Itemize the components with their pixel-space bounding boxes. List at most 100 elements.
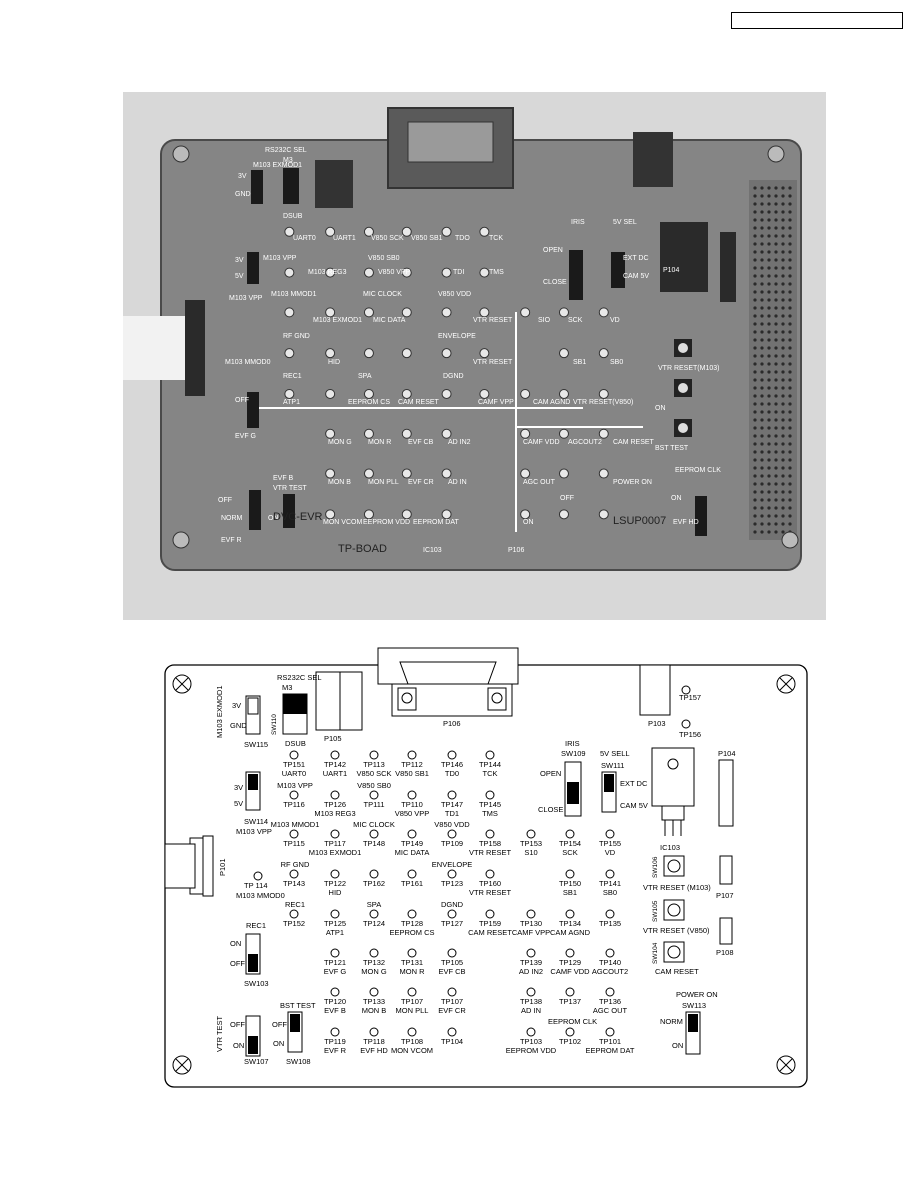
perf-hole <box>767 490 771 494</box>
dsub-post-left <box>397 687 417 711</box>
sw109-label: SW109 <box>561 749 586 758</box>
test-point-name: SB0 <box>603 888 617 897</box>
silk-text: REC1 <box>283 373 302 380</box>
perf-hole <box>767 434 771 438</box>
perf-hole <box>760 202 764 206</box>
test-point-pad <box>369 987 379 997</box>
test-point-id: TP102 <box>559 1037 581 1046</box>
perf-hole <box>788 282 792 286</box>
perf-hole <box>760 314 764 318</box>
sw110-body <box>282 693 308 735</box>
perf-hole <box>774 370 778 374</box>
photo-tp <box>598 348 609 359</box>
test-point-pad <box>605 909 615 919</box>
test-point-id: TP113 <box>363 760 385 769</box>
silk-text: P104 <box>663 267 679 274</box>
p101-connector <box>189 837 211 895</box>
tp156-pad <box>681 719 691 729</box>
perf-hole <box>760 386 764 390</box>
perf-hole <box>788 426 792 430</box>
photo-tp <box>325 307 336 318</box>
vtr-reset-m103: VTR RESET (M103) <box>643 883 711 892</box>
photo-tp <box>363 307 374 318</box>
silk-text: ATP1 <box>283 399 300 406</box>
group-label: REC1 <box>285 900 305 909</box>
ribbon-connector <box>185 300 205 396</box>
test-point-id: TP161 <box>401 879 423 888</box>
silk-text: ON <box>671 495 682 502</box>
silk-text: SPA <box>358 373 372 380</box>
iris-label: IRIS <box>565 739 580 748</box>
tp157-label: TP157 <box>679 693 701 702</box>
perf-hole <box>753 266 757 270</box>
perf-hole <box>767 202 771 206</box>
test-point-id: TP108 <box>401 1037 423 1046</box>
perf-hole <box>753 274 757 278</box>
test-point-pad <box>447 1027 457 1037</box>
test-point: TP111 <box>364 790 384 809</box>
perf-hole <box>767 274 771 278</box>
mount-screw <box>781 531 799 549</box>
cam-5v: CAM 5V <box>620 801 648 810</box>
perf-hole <box>767 338 771 342</box>
perf-hole <box>788 202 792 206</box>
perf-hole <box>781 394 785 398</box>
perf-hole <box>760 522 764 526</box>
test-point-id: TP133 <box>363 997 385 1006</box>
dsub-outline <box>377 647 519 685</box>
silk-text: SB1 <box>573 359 586 366</box>
silk-text: ON <box>655 405 666 412</box>
p103-label: P103 <box>648 719 666 728</box>
photo-tp <box>401 428 412 439</box>
test-point-pad <box>565 909 575 919</box>
perf-hole <box>774 306 778 310</box>
perf-hole <box>753 530 757 534</box>
p104-header <box>718 759 734 827</box>
perf-hole <box>781 290 785 294</box>
test-point-name: VD <box>605 848 616 857</box>
photo-tp <box>401 307 412 318</box>
perf-hole <box>767 210 771 214</box>
photo-tp <box>363 226 374 237</box>
test-point-id: TP127 <box>441 919 463 928</box>
perf-hole <box>781 354 785 358</box>
perf-hole <box>774 418 778 422</box>
test-point-pad <box>605 987 615 997</box>
silk-text: SIO <box>538 317 551 324</box>
perf-hole <box>753 346 757 350</box>
group-label: V850 VDD <box>434 820 470 829</box>
test-point-name: AD IN2 <box>519 967 543 976</box>
silk-text: TDO <box>455 235 470 242</box>
silk-text: POWER ON <box>613 479 652 486</box>
silk-text: VTR TEST <box>273 485 307 492</box>
perf-hole <box>767 426 771 430</box>
test-point: TP148 <box>363 829 385 848</box>
photo-tp <box>479 226 490 237</box>
test-point-pad <box>289 790 299 800</box>
perf-hole <box>781 530 785 534</box>
silk-text: EVF CB <box>408 439 434 446</box>
test-point: TP127 <box>441 909 463 928</box>
perf-hole <box>760 186 764 190</box>
perf-hole <box>760 458 764 462</box>
photo-tp <box>558 348 569 359</box>
sw107-label: SW107 <box>244 1057 269 1066</box>
test-point-name: EVF R <box>324 1046 347 1055</box>
sw107-lever <box>248 1036 258 1054</box>
perf-hole <box>788 266 792 270</box>
perf-hole <box>753 482 757 486</box>
perf-hole <box>760 362 764 366</box>
dsub-face <box>399 661 497 685</box>
perf-hole <box>760 346 764 350</box>
perf-hole <box>774 218 778 222</box>
perf-hole <box>767 402 771 406</box>
test-point: TP143 <box>283 869 305 888</box>
test-point-id: TP149 <box>401 839 423 848</box>
perf-hole <box>753 242 757 246</box>
